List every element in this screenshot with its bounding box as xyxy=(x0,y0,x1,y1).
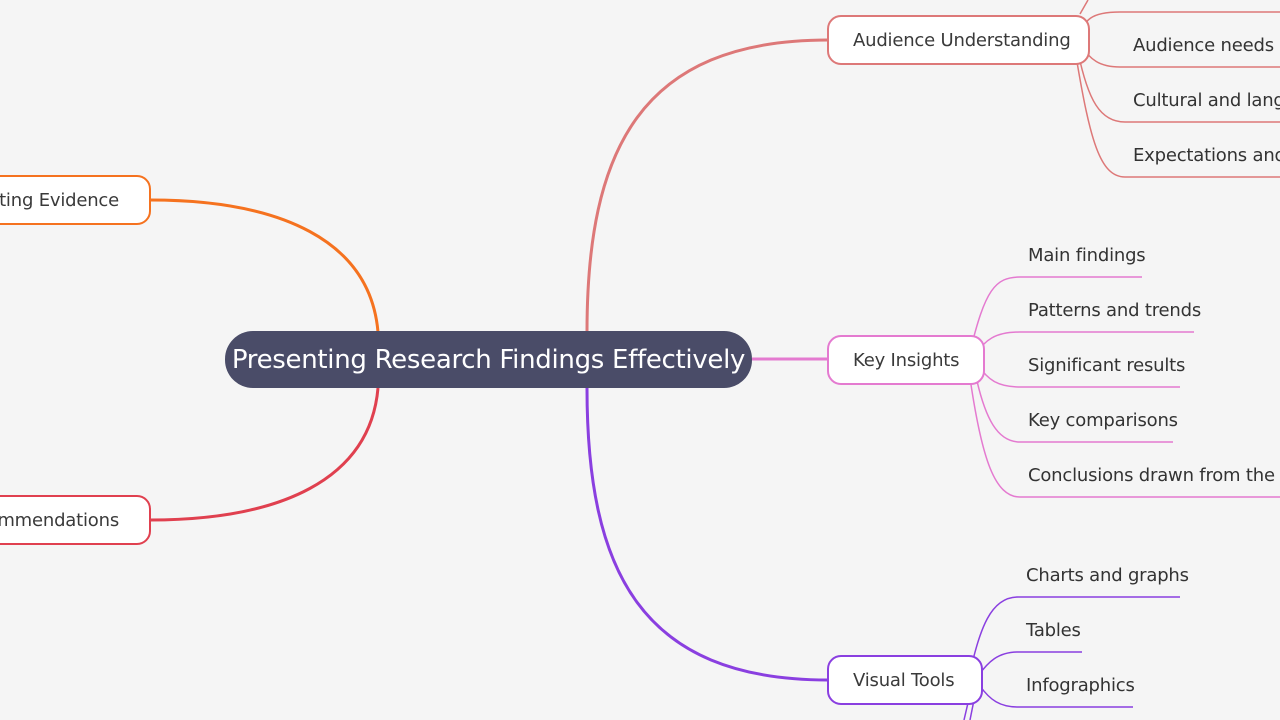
leaf-infographics[interactable]: Infographics xyxy=(1026,675,1135,696)
branch-label: Audience Understanding xyxy=(853,29,1071,51)
root-topic-label: Presenting Research Findings Effectively xyxy=(231,344,746,375)
branch-label: Visual Tools xyxy=(853,669,955,691)
leaf-patterns-trends[interactable]: Patterns and trends xyxy=(1028,300,1201,321)
branch-label: rting Evidence xyxy=(0,189,119,211)
branch-visual-tools[interactable]: Visual Tools xyxy=(827,655,983,705)
leaf-connector xyxy=(979,685,1133,708)
leaf-expectations[interactable]: Expectations and xyxy=(1133,145,1280,166)
connector-visual-tools xyxy=(585,387,829,682)
branch-label: Key Insights xyxy=(853,349,960,371)
leaf-cultural-language[interactable]: Cultural and langu xyxy=(1133,90,1280,111)
leaf-audience-needs[interactable]: Audience needs a xyxy=(1133,35,1280,56)
leaf-connector xyxy=(969,276,1142,353)
leaf-key-comparisons[interactable]: Key comparisons xyxy=(1028,410,1178,431)
branch-audience-understanding[interactable]: Audience Understanding xyxy=(827,15,1090,65)
connector-supporting-evidence xyxy=(149,198,380,333)
branch-supporting-evidence[interactable]: rting Evidence xyxy=(0,175,151,225)
leaf-charts-graphs[interactable]: Charts and graphs xyxy=(1026,565,1189,586)
connector-audience-understanding xyxy=(585,38,829,333)
leaf-tables[interactable]: Tables xyxy=(1026,620,1081,641)
leaf-connector xyxy=(977,651,1082,677)
leaf-connector xyxy=(1075,55,1280,178)
branch-key-insights[interactable]: Key Insights xyxy=(827,335,985,385)
leaf-main-findings[interactable]: Main findings xyxy=(1028,245,1146,266)
leaf-connector xyxy=(974,331,1194,356)
leaf-connector xyxy=(1077,51,1280,123)
leaf-significant-results[interactable]: Significant results xyxy=(1028,355,1186,376)
connector-recommendations xyxy=(149,387,380,522)
branch-recommendations[interactable]: ommendations xyxy=(0,495,151,545)
leaf-connector xyxy=(974,371,1173,443)
root-topic[interactable]: Presenting Research Findings Effectively xyxy=(225,331,752,388)
leaf-conclusions[interactable]: Conclusions drawn from the re xyxy=(1028,465,1280,486)
leaf-connector xyxy=(1079,0,1089,15)
branch-label: ommendations xyxy=(0,509,119,531)
leaf-connector xyxy=(969,377,1280,498)
